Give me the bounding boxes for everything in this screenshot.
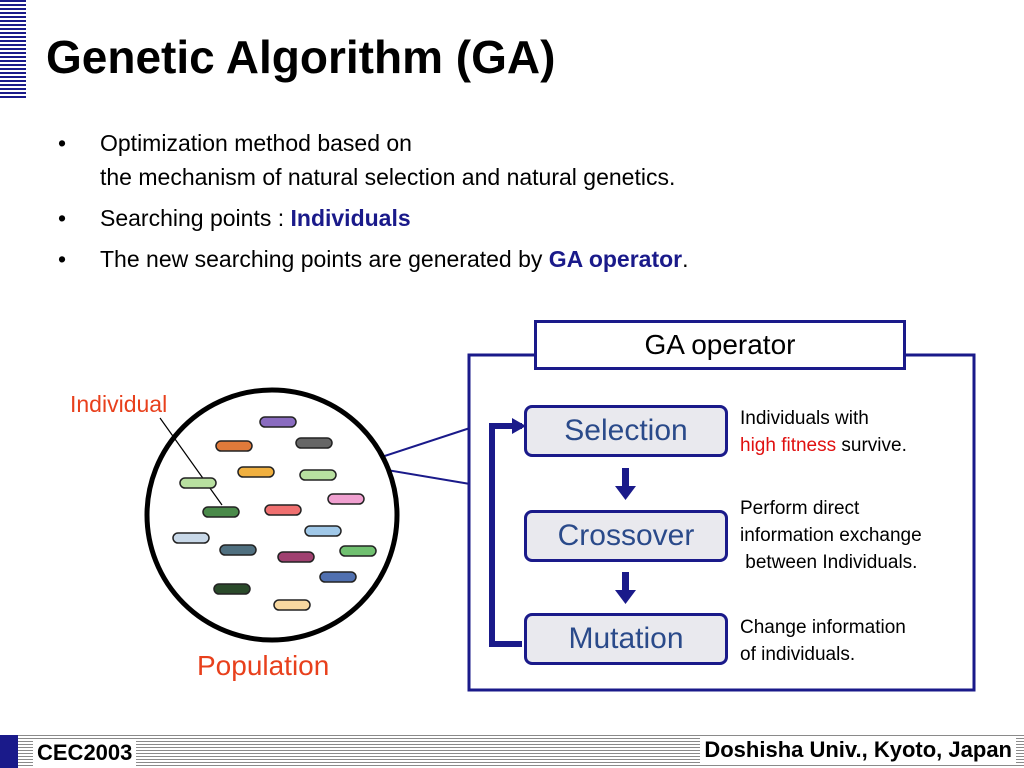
ga-operator-title: GA operator: [644, 329, 796, 360]
mutation-box: Mutation: [524, 613, 728, 665]
individual-capsule: [264, 504, 302, 516]
individual-capsule: [215, 440, 253, 452]
individual-capsule: [213, 583, 251, 595]
individual-capsule: [327, 493, 365, 505]
mutation-description: Change information of individuals.: [740, 614, 906, 668]
individual-capsule: [259, 416, 297, 428]
footer-affiliation: Doshisha Univ., Kyoto, Japan: [700, 737, 1016, 763]
individual-pointer-line: [159, 417, 223, 506]
bullet-text-line: Optimization method based on: [100, 130, 412, 156]
bullet-item: • The new searching points are generated…: [58, 242, 978, 276]
down-arrow-icon: [615, 572, 636, 604]
individual-capsule: [237, 466, 275, 478]
slide-title: Genetic Algorithm (GA): [46, 31, 556, 83]
crossover-description: Perform direct information exchange betw…: [740, 495, 922, 576]
individual-capsule: [319, 571, 357, 583]
bullet-dot: •: [58, 130, 67, 156]
bullet-item: • Optimization method based on the mecha…: [58, 126, 978, 194]
bullet-item: • Searching points : Individuals: [58, 201, 978, 235]
crossover-label: Crossover: [557, 519, 695, 552]
description-line: survive.: [836, 435, 907, 456]
individuals-group: [172, 416, 377, 611]
bullet-text: The new searching points are generated b…: [100, 246, 549, 272]
individual-label: Individual: [70, 391, 168, 417]
individual-capsule: [219, 544, 257, 556]
mutation-label: Mutation: [568, 622, 684, 655]
individual-capsule: [273, 599, 311, 611]
description-line: between Individuals.: [740, 552, 918, 573]
bullet-suffix: .: [682, 246, 689, 272]
description-line: Perform direct: [740, 498, 860, 519]
individual-capsule: [339, 545, 377, 557]
highlight-ga-operator: GA operator: [548, 246, 683, 272]
individual-capsule: [202, 506, 240, 518]
bullet-dot: •: [58, 246, 67, 272]
description-line: Change information: [740, 617, 906, 638]
ga-operator-title-box: GA operator: [534, 320, 906, 370]
bullet-dot: •: [58, 205, 67, 231]
bullet-text-line: the mechanism of natural selection and n…: [100, 164, 676, 190]
description-line: of individuals.: [740, 644, 856, 665]
footer-conference: CEC2003: [33, 740, 137, 766]
bullet-list: • Optimization method based on the mecha…: [58, 126, 978, 283]
description-line: information exchange: [740, 525, 922, 546]
selection-description: Individuals with high fitness survive.: [740, 405, 907, 459]
loop-back-bracket: [489, 423, 522, 647]
individual-capsule: [295, 437, 333, 449]
down-arrow-icon: [615, 468, 636, 500]
description-line: Individuals with: [740, 408, 869, 429]
highlight-individuals: Individuals: [290, 205, 411, 231]
selection-box: Selection: [524, 405, 728, 457]
individual-capsule: [304, 525, 342, 537]
individual-capsule: [172, 532, 210, 544]
individual-capsule: [277, 551, 315, 563]
title-stripe-decoration: [0, 0, 26, 100]
individual-capsule: [299, 469, 337, 481]
high-fitness-text: high fitness: [740, 435, 837, 456]
population-label: Population: [197, 650, 330, 681]
crossover-box: Crossover: [524, 510, 728, 562]
individual-capsule: [179, 477, 217, 489]
bullet-text: Searching points :: [100, 205, 291, 231]
selection-label: Selection: [564, 414, 688, 447]
loop-back-arrowhead: [512, 418, 526, 434]
footer-accent-block: [0, 735, 18, 768]
